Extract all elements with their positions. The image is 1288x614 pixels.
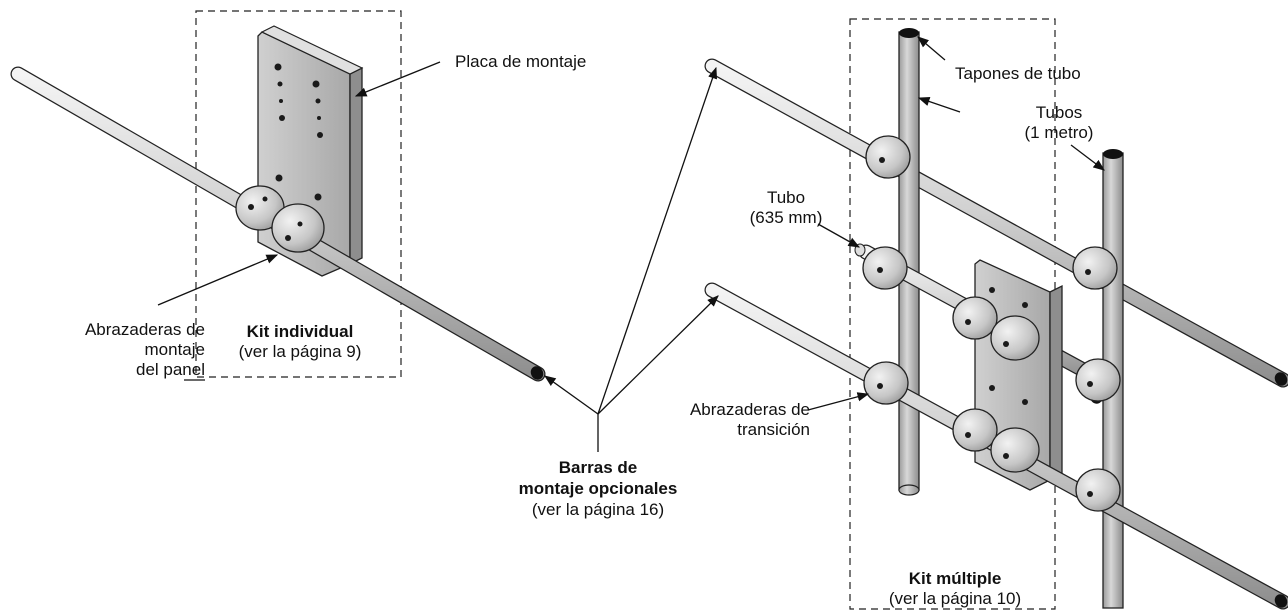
leader-abraz-panel [157,255,277,381]
kit-individual-box [195,10,402,378]
barras-line2: montaje opcionales [518,479,678,498]
leader-tapones [917,36,946,61]
label-tubos: Tubos (1 metro) [1014,103,1104,143]
leader-tubos-left [917,96,961,113]
barras-line1: Barras de [558,458,638,477]
label-abraz-panel-line3: del panel [135,360,205,379]
label-tubos-line1: Tubos [1035,103,1083,122]
leader-lines [157,36,1105,452]
label-abraz-trans-line1: Abrazaderas de [689,400,810,419]
multi-kit-clamps [854,135,1121,512]
label-abrazaderas-transicion: Abrazaderas de transición [620,400,810,440]
label-tubo-line2: (635 mm) [749,208,823,227]
label-tubos-line2: (1 metro) [1024,123,1094,142]
kit-multiple-subtitle: (ver la página 10) [888,589,1022,608]
label-tubo-line1: Tubo [766,188,806,207]
kit-multiple-title: Kit múltiple [908,569,1002,588]
label-abraz-trans-line2: transición [737,420,810,439]
label-tubo-635: Tubo (635 mm) [738,188,834,228]
leader-barras-2 [597,66,718,415]
label-barras-montaje: Barras de montaje opcionales (ver la pág… [478,457,718,520]
kit-individual-title: Kit individual [246,322,354,341]
multi-kit-bar-upper [704,58,1288,388]
label-abraz-panel-line2: montaje [144,340,205,359]
single-kit-panel-clamps [235,185,325,253]
kit-multiple-box [849,18,1056,610]
leader-barras-1 [544,375,599,415]
barras-subtitle: (ver la página 16) [531,500,665,519]
label-kit-individual: Kit individual (ver la página 9) [200,322,400,362]
leader-abraz-trans [807,392,870,411]
label-tapones-tubo: Tapones de tubo [955,64,1081,83]
label-kit-multiple: Kit múltiple (ver la página 10) [855,569,1055,609]
leader-tubos-right [1070,144,1105,171]
kit-individual-subtitle: (ver la página 9) [238,342,362,361]
label-abrazaderas-panel: Abrazaderas de montaje del panel [0,320,205,380]
label-abraz-panel-line1: Abrazaderas de [84,320,205,339]
leader-barras-3 [597,295,719,415]
label-placa-montaje: Placa de montaje [455,52,587,71]
leader-tubo-corto [817,223,861,248]
leader-placa [354,61,441,97]
